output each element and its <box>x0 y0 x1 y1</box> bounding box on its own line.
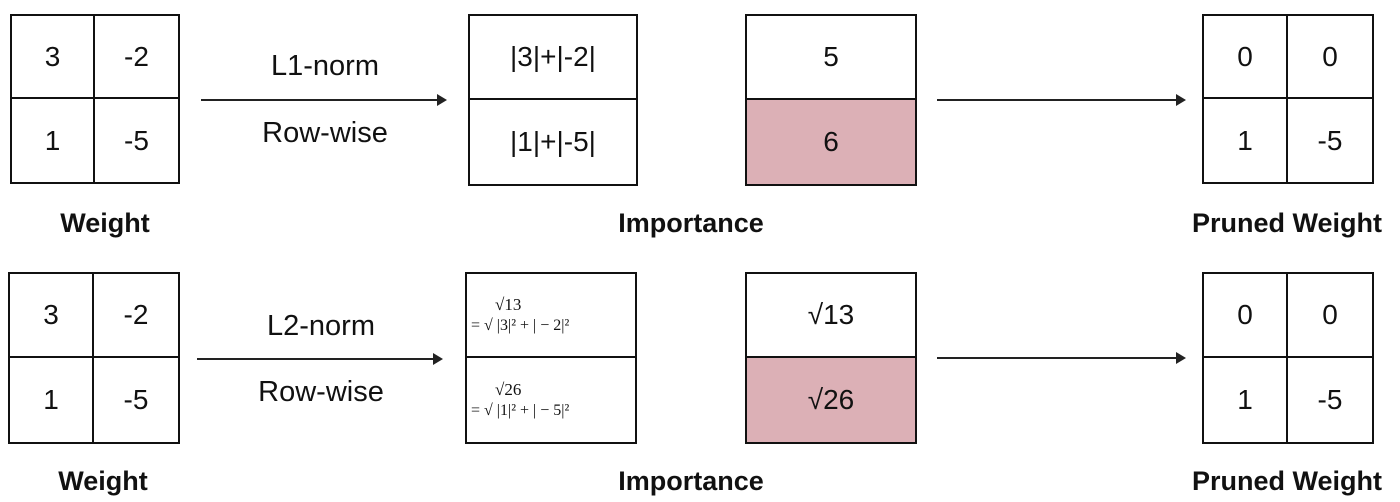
matrix-cell: 0 <box>1204 16 1288 99</box>
formula-expression: = √ |3|² + | − 2|² <box>471 316 570 334</box>
matrix-cell: -5 <box>123 384 149 415</box>
formula-cell: |1|+|-5| <box>510 126 596 157</box>
top-arrow-1 <box>201 94 447 106</box>
matrix-cell: 1 <box>12 99 95 182</box>
bottom-op-name: L2-norm <box>267 310 375 342</box>
formula-cell: √13 = √ |3|² + | − 2|² <box>467 274 635 358</box>
matrix-cell: -2 <box>94 274 178 358</box>
top-op-name: L1-norm <box>271 50 379 82</box>
matrix-cell: 3 <box>12 16 95 99</box>
bottom-arrow-2 <box>937 352 1186 364</box>
top-op-mode: Row-wise <box>262 117 388 149</box>
matrix-cell: 1 <box>1204 99 1288 182</box>
matrix-cell: -5 <box>1317 124 1343 156</box>
formula-cell: |3|+|-2| <box>470 16 636 100</box>
top-arrow-2 <box>937 94 1186 106</box>
matrix-cell: 0 <box>1204 274 1288 358</box>
top-weight-matrix: 3 -2 1 -5 <box>10 14 180 184</box>
formula-expression: = √ |1|² + | − 5|² <box>471 401 570 419</box>
matrix-cell: 3 <box>10 274 94 358</box>
top-formula-box: |3|+|-2| |1|+|-5| <box>468 14 638 186</box>
top-pruned-matrix: 0 0 1 -5 <box>1202 14 1374 184</box>
importance-cell-highlighted: 6 <box>747 100 915 184</box>
bottom-weight-matrix: 3 -2 1 -5 <box>8 272 180 444</box>
formula-result: √13 <box>495 295 522 315</box>
top-weight-label: Weight <box>60 208 150 238</box>
matrix-cell: 0 <box>1288 274 1372 358</box>
top-pruned-label: Pruned Weight <box>1191 208 1382 238</box>
bottom-pruned-matrix: 0 0 1 -5 <box>1202 272 1374 444</box>
matrix-cell: 0 <box>1288 16 1372 99</box>
formula-cell: √26 = √ |1|² + | − 5|² <box>467 358 635 442</box>
matrix-cell: -2 <box>95 16 178 99</box>
formula-result: √26 <box>495 380 522 400</box>
bottom-importance-label: Importance <box>618 466 764 496</box>
matrix-cell: -5 <box>124 124 149 156</box>
bottom-arrow-1 <box>197 353 443 365</box>
matrix-cell: 1 <box>10 358 94 442</box>
bottom-op-mode: Row-wise <box>258 376 384 408</box>
importance-cell: 5 <box>747 16 915 100</box>
matrix-cell: -5 <box>1317 384 1343 415</box>
importance-cell-highlighted: √26 <box>747 358 915 442</box>
bottom-formula-box: √13 = √ |3|² + | − 2|² √26 = √ |1|² + | … <box>465 272 637 444</box>
bottom-weight-label: Weight <box>58 466 148 496</box>
bottom-pruned-label: Pruned Weight <box>1191 466 1382 496</box>
bottom-importance-vector: √13 √26 <box>745 272 917 444</box>
top-importance-vector: 5 6 <box>745 14 917 186</box>
top-importance-label: Importance <box>618 208 764 238</box>
importance-cell: √13 <box>747 274 915 358</box>
matrix-cell: 1 <box>1204 358 1288 442</box>
